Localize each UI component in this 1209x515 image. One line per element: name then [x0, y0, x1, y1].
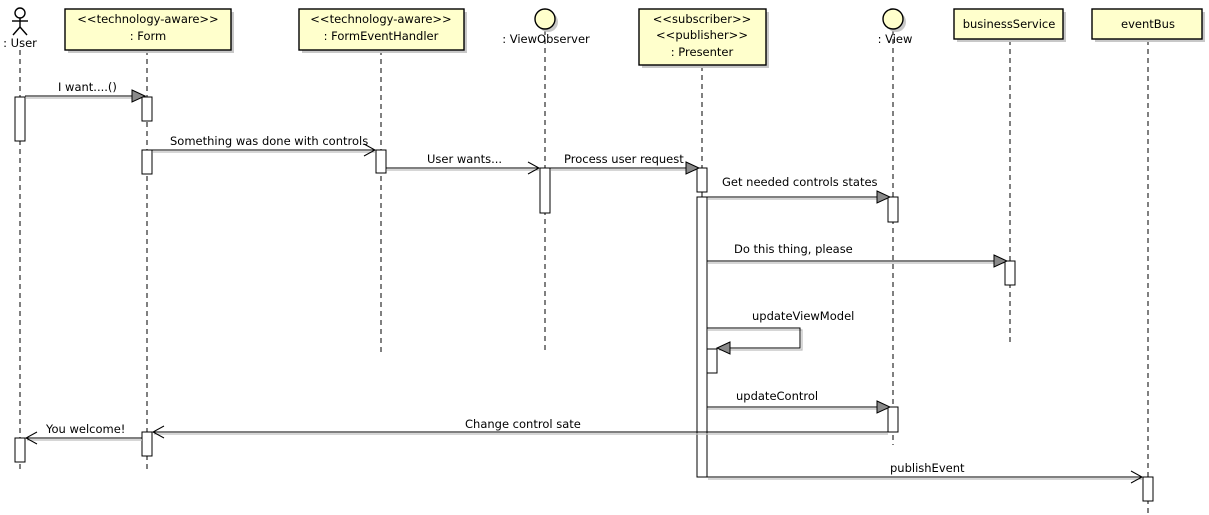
- activation-bar: [141, 149, 153, 175]
- message-label: Get needed controls states: [722, 175, 878, 189]
- participant-view-observer: : ViewObserver: [502, 8, 590, 46]
- participant-form-event-handler: <<technology-aware>> : FormEventHandler: [298, 8, 467, 53]
- participant-name: : ViewObserver: [502, 32, 590, 46]
- participant-form: <<technology-aware>> : Form: [64, 8, 234, 53]
- activation-bar: [1142, 476, 1154, 502]
- message-label: Change control sate: [465, 417, 581, 431]
- activation-bar: [1004, 260, 1016, 286]
- message-user-wants: User wants...: [386, 152, 541, 175]
- activation-bar: [14, 437, 26, 463]
- activation-bar: [706, 348, 718, 374]
- message-label: updateViewModel: [752, 309, 854, 323]
- filled-arrowhead-icon: [993, 254, 1009, 268]
- message-do-this-thing: Do this thing, please: [707, 242, 1009, 268]
- activation-bar: [696, 196, 708, 478]
- message-label: You welcome!: [45, 422, 125, 436]
- message-get-needed-controls-states: Get needed controls states: [707, 175, 892, 204]
- message-you-welcome: You welcome!: [24, 422, 142, 445]
- participant-name: businessService: [963, 17, 1056, 31]
- activation-bar: [887, 406, 899, 433]
- message-update-view-model: updateViewModel: [707, 309, 854, 355]
- message-label: User wants...: [427, 152, 502, 166]
- stereotype-label: <<technology-aware>>: [77, 12, 218, 26]
- stereotype-label: <<publisher>>: [656, 28, 748, 42]
- open-arrowhead-icon: [24, 431, 38, 445]
- activation-bar: [141, 96, 153, 122]
- activation-bar: [375, 149, 387, 174]
- filled-arrowhead-icon: [876, 190, 892, 204]
- participant-presenter: <<subscriber>> <<publisher>> : Presenter: [638, 8, 769, 68]
- activation-bar: [539, 167, 551, 214]
- open-arrowhead-icon: [1130, 470, 1144, 484]
- participant-name: eventBus: [1121, 17, 1175, 31]
- stick-figure-icon: [12, 7, 28, 36]
- participant-name: : View: [878, 32, 913, 46]
- activation-bar: [887, 196, 899, 223]
- message-label: I want....(): [58, 80, 117, 94]
- message-i-want: I want....(): [25, 80, 147, 103]
- stereotype-label: <<technology-aware>>: [310, 12, 451, 26]
- stereotype-label: <<subscriber>>: [653, 12, 751, 26]
- message-label: Process user request: [564, 152, 684, 166]
- open-arrowhead-icon: [151, 425, 165, 439]
- message-label: updateControl: [736, 389, 818, 403]
- activation-bar: [141, 431, 153, 457]
- message-process-user-request: Process user request: [550, 152, 701, 175]
- open-arrowhead-icon: [363, 143, 377, 157]
- message-publish-event: publishEvent: [707, 461, 1144, 484]
- filled-arrowhead-icon: [715, 341, 731, 355]
- filled-arrowhead-icon: [876, 400, 892, 414]
- filled-arrowhead-icon: [131, 89, 147, 103]
- message-label: publishEvent: [890, 461, 965, 475]
- message-change-control-sate: Change control sate: [151, 417, 888, 439]
- message-something-was-done: Something was done with controls: [152, 134, 377, 157]
- participant-name: : FormEventHandler: [324, 29, 439, 43]
- actor-user: : User: [3, 7, 37, 50]
- participant-name: : Presenter: [671, 45, 734, 59]
- participant-business-service: businessService: [953, 8, 1066, 42]
- message-label: Do this thing, please: [734, 242, 853, 256]
- entity-circle-icon: [882, 8, 904, 30]
- participant-name: : Form: [130, 29, 167, 43]
- activation-bar: [14, 96, 26, 142]
- participant-event-bus: eventBus: [1091, 8, 1205, 42]
- open-arrowhead-icon: [527, 161, 541, 175]
- filled-arrowhead-icon: [685, 161, 701, 175]
- actor-name: : User: [3, 36, 37, 50]
- entity-circle-icon: [534, 8, 556, 30]
- activation-bar: [696, 167, 708, 193]
- message-label: Something was done with controls: [170, 134, 368, 148]
- participant-view: : View: [878, 8, 913, 46]
- message-update-control: updateControl: [707, 389, 892, 414]
